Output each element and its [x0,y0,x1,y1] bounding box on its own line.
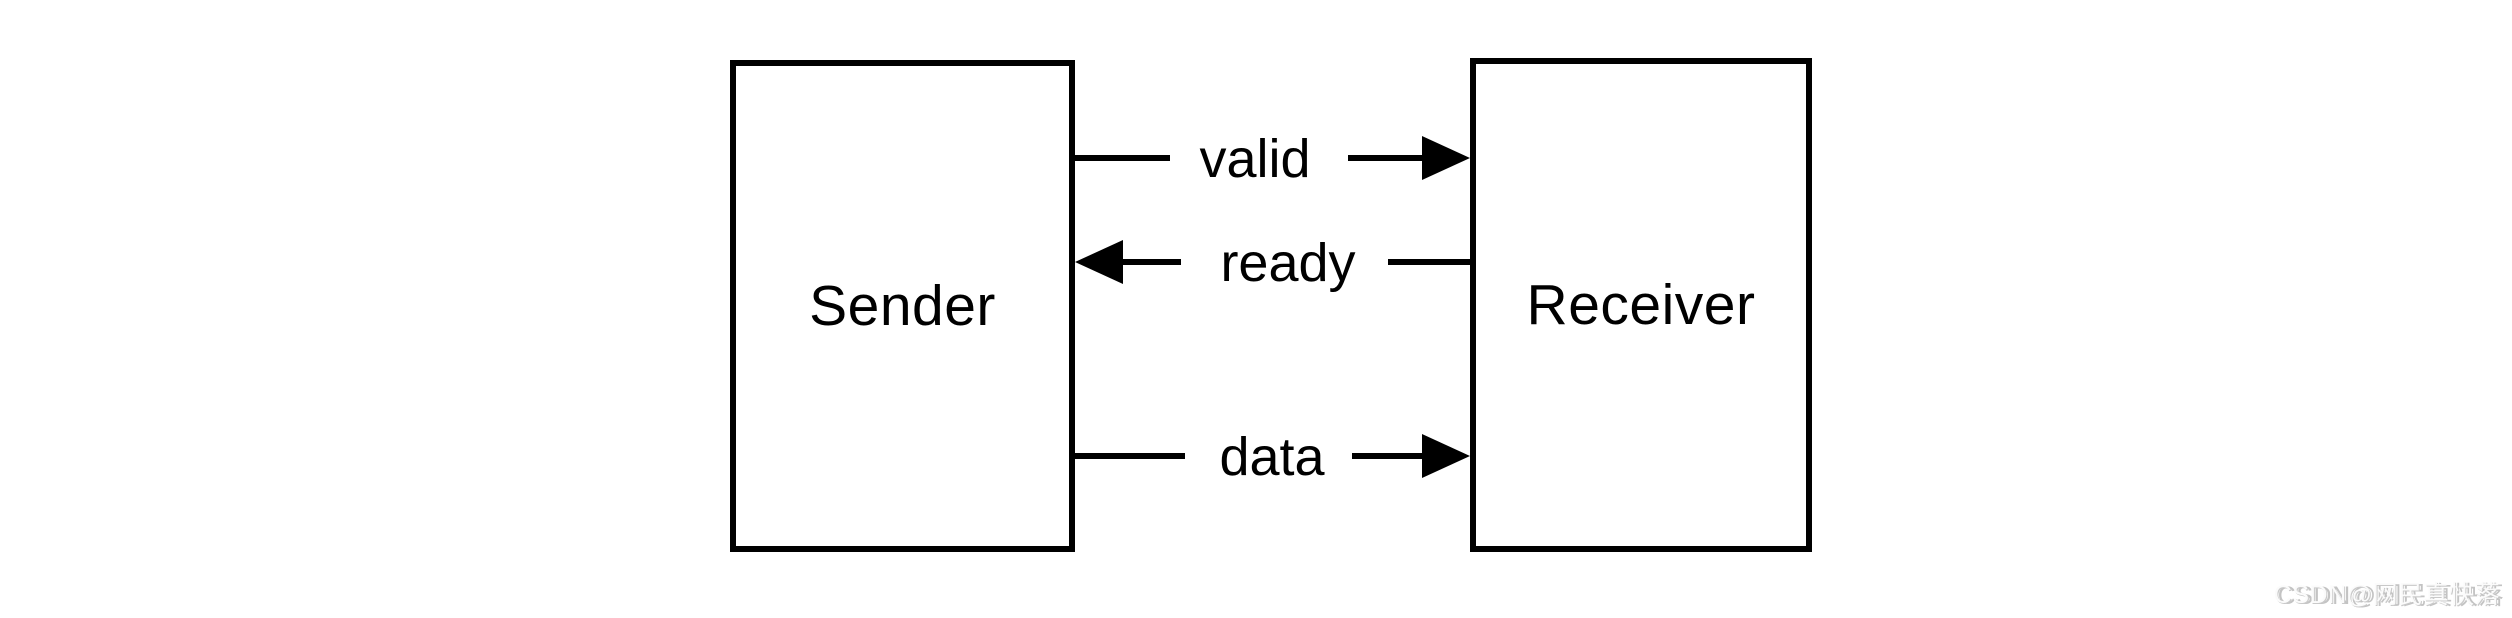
valid-arrowhead-right-icon [1422,136,1470,180]
valid-line-right-segment [1348,155,1426,161]
ready-line-left-segment [1119,259,1181,265]
ready-arrowhead-left-icon [1075,240,1123,284]
sender-label: Sender [809,274,996,338]
receiver-label: Receiver [1526,273,1756,337]
data-signal-label: data [1219,427,1325,487]
valid-signal-label: valid [1199,129,1311,189]
data-line-right-segment [1352,453,1426,459]
ready-line-right-segment [1388,259,1470,265]
data-arrowhead-right-icon [1422,434,1470,478]
ready-signal-label: ready [1220,233,1356,293]
receiver-box: Receiver [1470,58,1812,552]
csdn-watermark-shadow: CSDN@网民真快落 [2277,582,2504,610]
sender-box: Sender [730,60,1075,552]
data-line-left-segment [1075,453,1185,459]
valid-line-left-segment [1075,155,1170,161]
csdn-watermark: CSDN@网民真快落 [2273,581,2500,609]
